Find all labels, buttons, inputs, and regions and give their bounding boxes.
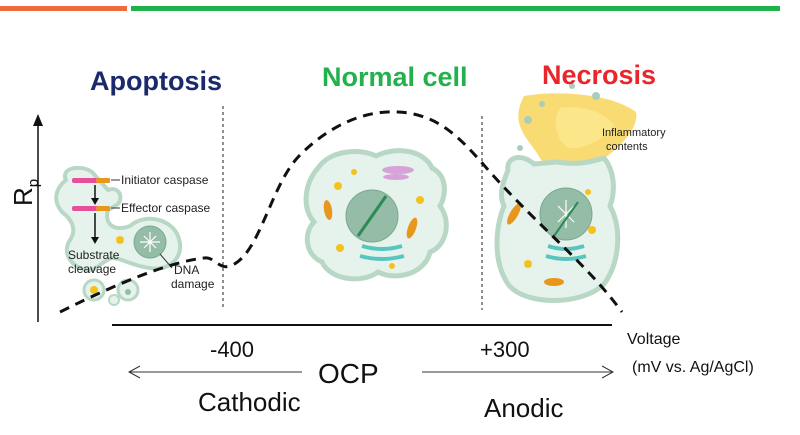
y-axis-arrowhead [33, 114, 43, 126]
label-damage: damage [171, 277, 215, 291]
title-necrosis: Necrosis [542, 60, 657, 90]
label-anodic: Anodic [484, 393, 564, 423]
apoptosis-cell [54, 165, 182, 273]
marker-ocp: OCP [318, 358, 379, 389]
label-inflammatory: Inflammatory [602, 127, 666, 139]
x-axis-label-voltage: Voltage [627, 331, 681, 348]
label-dna: DNA [174, 263, 200, 277]
header-bar-green [131, 6, 780, 11]
label-effector-caspase: Effector caspase [121, 201, 211, 215]
label-contents: contents [606, 141, 648, 153]
title-normal-cell: Normal cell [322, 62, 468, 92]
header-bar-orange [0, 6, 127, 11]
y-axis-label-main: R [8, 187, 38, 206]
necrosis-cell [494, 83, 637, 303]
label-cleavage: cleavage [68, 262, 117, 276]
label-initiator-caspase: Initiator caspase [121, 173, 209, 187]
marker-minus-400: -400 [210, 337, 255, 362]
y-axis-label-sub: p [25, 178, 43, 188]
label-substrate: Substrate [68, 248, 120, 262]
apoptotic-bodies [82, 278, 140, 306]
title-apoptosis: Apoptosis [90, 66, 222, 96]
normal-cell [303, 148, 449, 282]
y-axis-label: Rp [8, 179, 42, 206]
label-cathodic: Cathodic [198, 387, 301, 417]
marker-plus-300: +300 [480, 337, 530, 362]
x-axis-label-units: (mV vs. Ag/AgCl) [632, 359, 754, 376]
